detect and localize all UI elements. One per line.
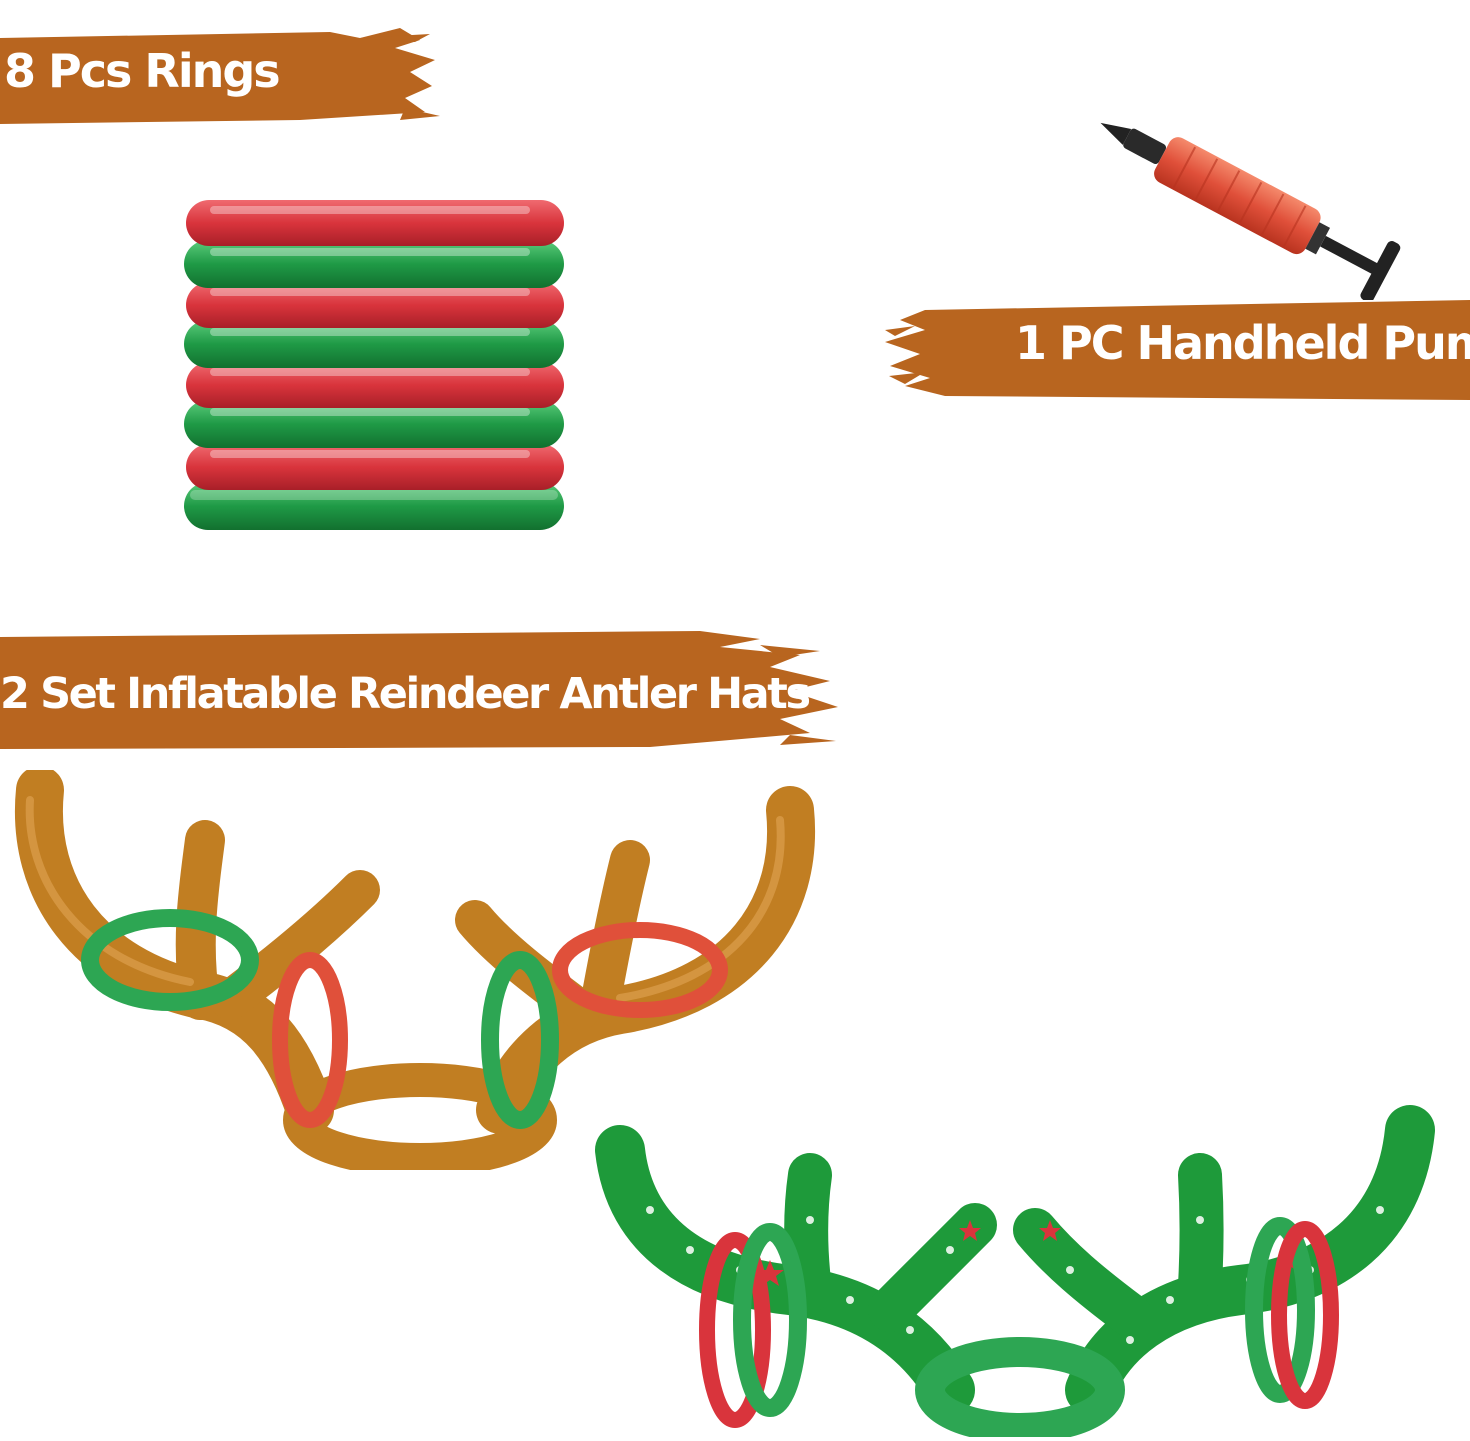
brush-stroke-icon	[0, 28, 440, 124]
pump-icon	[1100, 122, 1401, 303]
ring-stack	[180, 190, 570, 540]
hand-pump	[1080, 110, 1430, 303]
brown-antler-hat	[0, 766, 830, 1177]
banner-pump: 1 PC Handheld Pump	[885, 290, 1470, 405]
brush-stroke-icon	[885, 300, 1470, 400]
green-antler-icon	[595, 1105, 1435, 1441]
banner-hats-text: 2 Set Inflatable Reindeer Antler Hats	[0, 669, 811, 719]
brown-antler-icon	[14, 766, 816, 1177]
banner-hats: 2 Set Inflatable Reindeer Antler Hats	[0, 625, 840, 755]
brush-stroke-icon	[0, 631, 838, 749]
banner-rings-text: 8 Pcs Rings	[4, 44, 281, 98]
green-antler-hat	[590, 1100, 1450, 1441]
ring-stack-icon	[184, 200, 564, 530]
banner-rings: 8 Pcs Rings	[0, 20, 440, 130]
banner-pump-text: 1 PC Handheld Pump	[1015, 316, 1470, 370]
